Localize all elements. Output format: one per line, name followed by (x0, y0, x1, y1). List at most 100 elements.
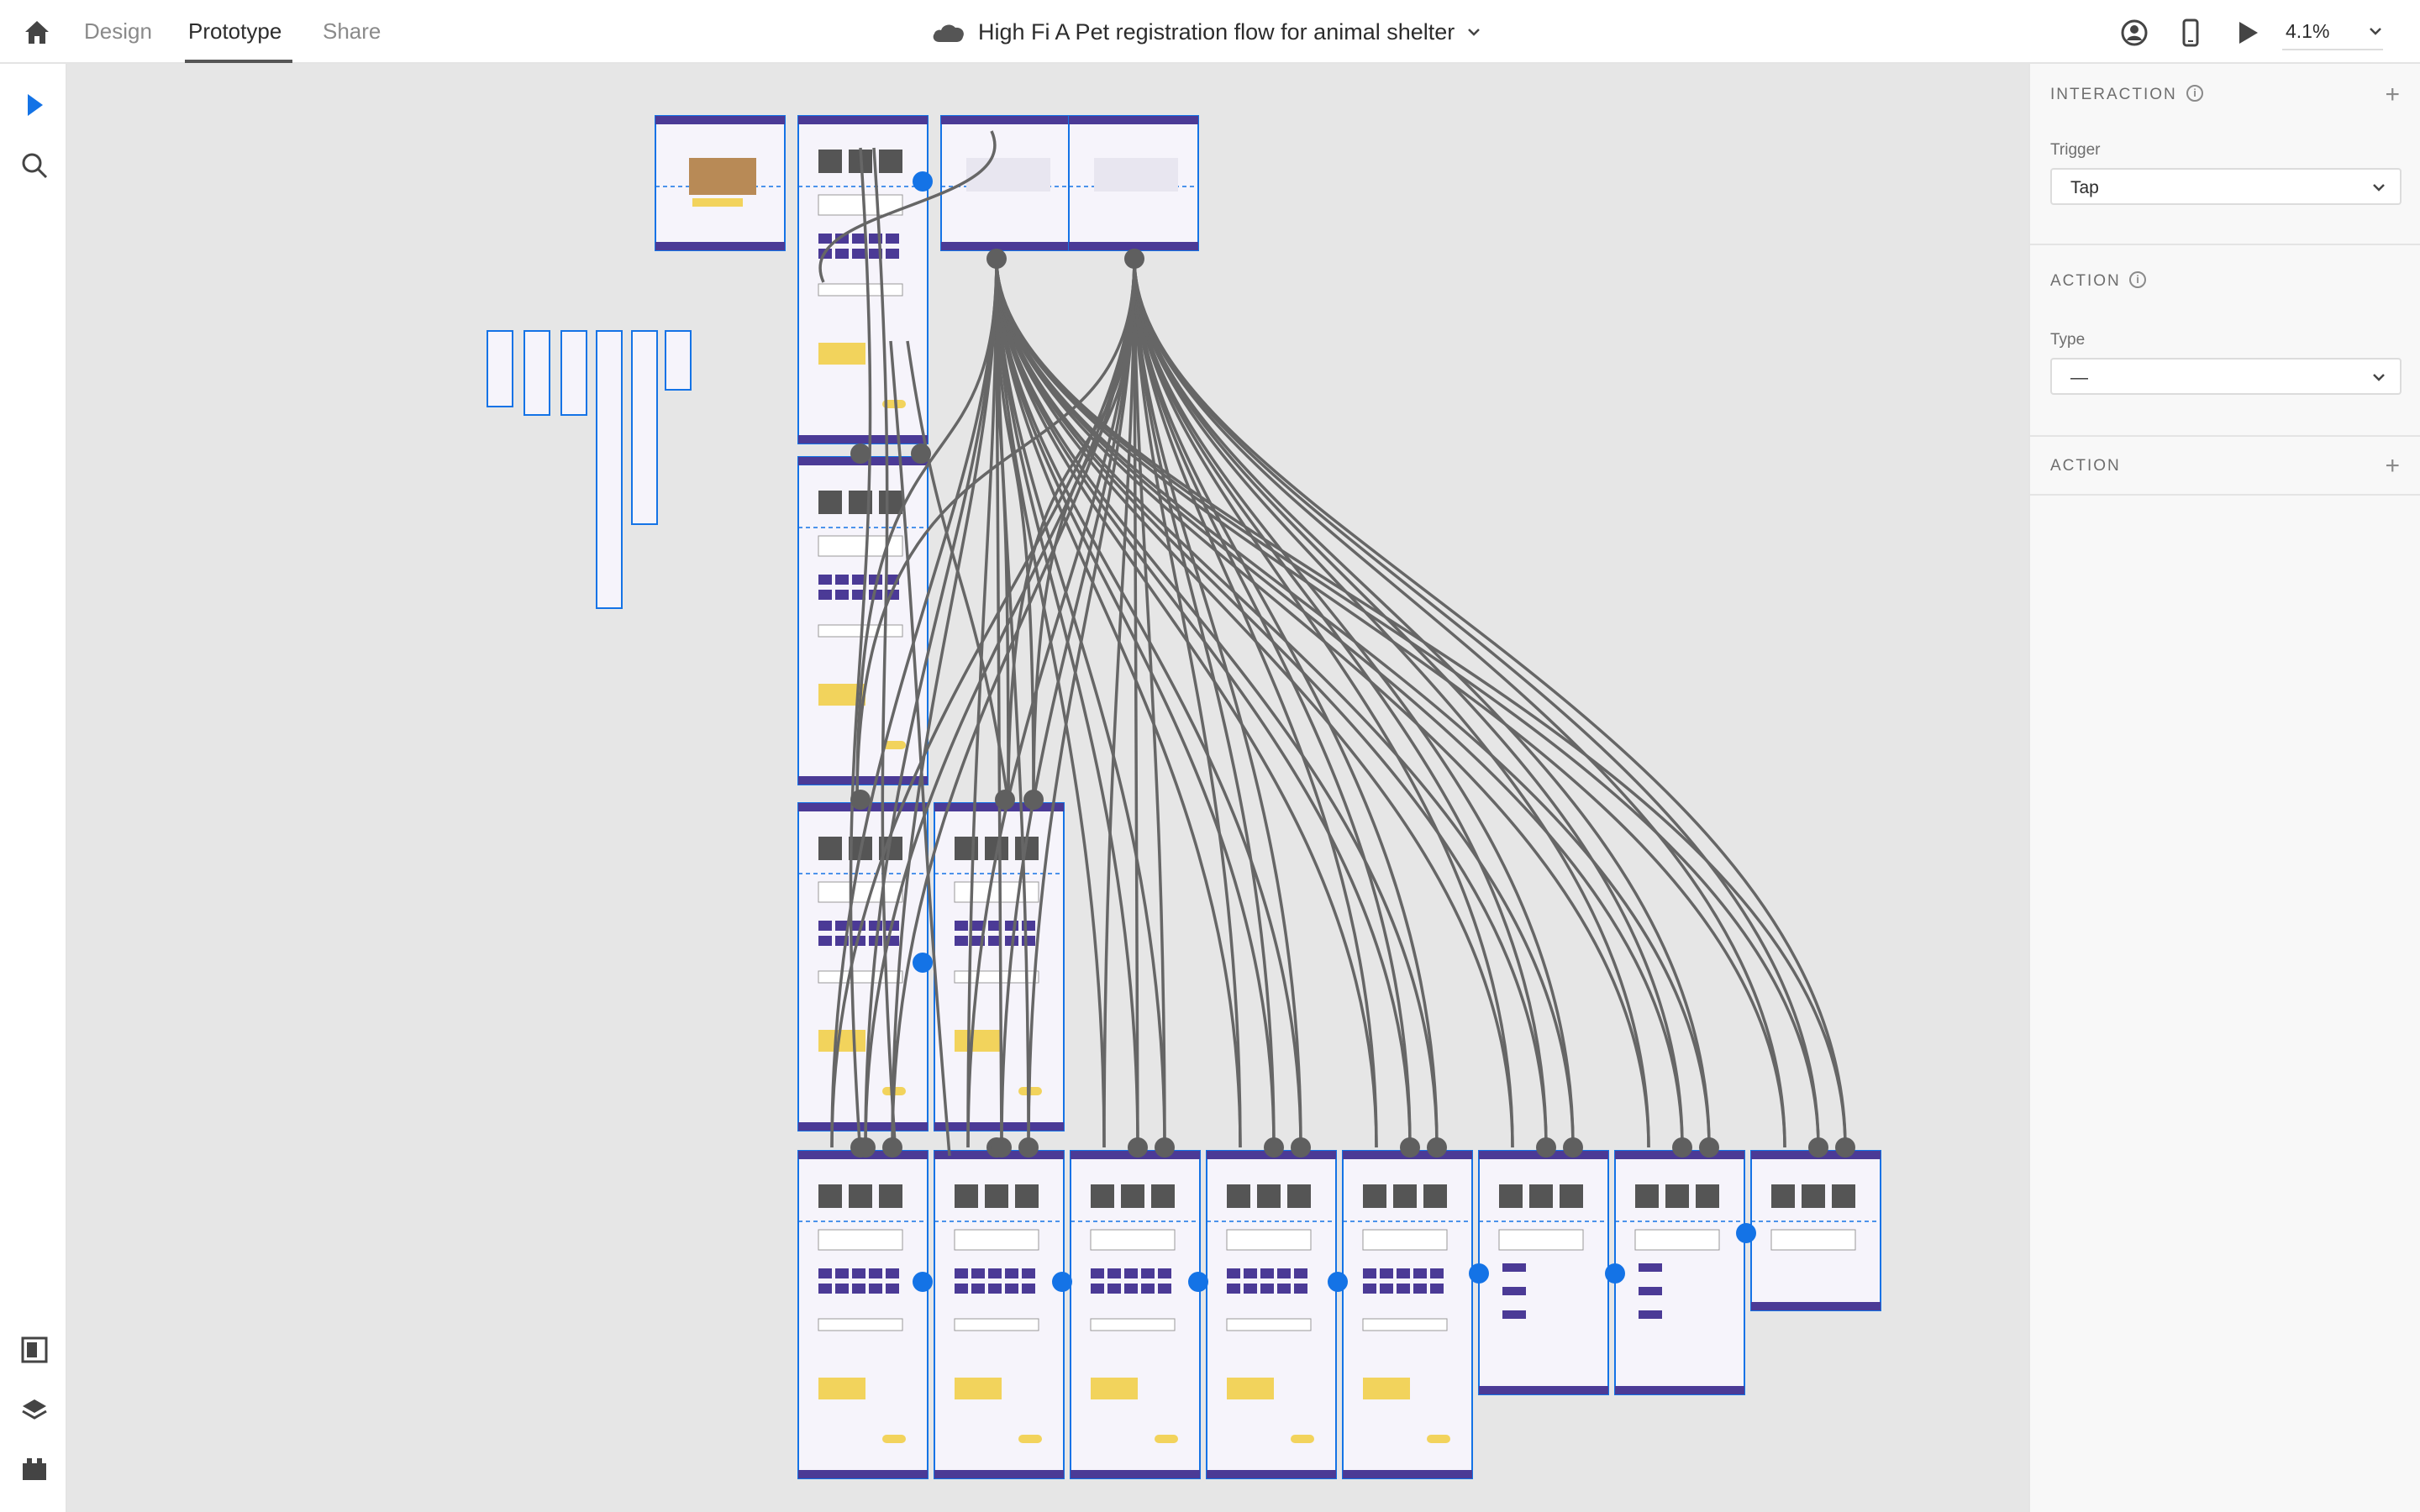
plugins-icon[interactable] (20, 1455, 49, 1483)
connector-handle[interactable] (995, 790, 1015, 810)
connector-handle[interactable] (1023, 790, 1044, 810)
connector-handle[interactable] (911, 444, 931, 464)
connector-handle[interactable] (1264, 1137, 1284, 1158)
search-icon[interactable] (20, 151, 49, 180)
connector-handle[interactable] (1536, 1137, 1556, 1158)
connector-handle[interactable] (1835, 1137, 1855, 1158)
wire[interactable] (1032, 258, 1136, 801)
connector-handle[interactable] (1808, 1137, 1828, 1158)
artboard[interactable] (934, 1150, 1065, 1479)
mini-artboard[interactable] (631, 330, 658, 525)
tab-prototype[interactable]: Prototype (188, 18, 282, 44)
wire[interactable] (889, 340, 951, 1157)
device-preview-icon[interactable] (2176, 18, 2205, 47)
wire[interactable] (1133, 258, 1302, 1148)
selected-connector-handle[interactable] (913, 171, 933, 192)
artboard[interactable] (1342, 1150, 1473, 1479)
wire[interactable] (1133, 258, 1650, 1148)
selected-connector-handle[interactable] (1605, 1263, 1625, 1284)
wire[interactable] (1133, 258, 1684, 1148)
artboard[interactable] (1478, 1150, 1609, 1395)
wire[interactable] (830, 258, 1136, 1148)
artboard[interactable] (1068, 115, 1199, 251)
action-type-select[interactable]: — (2050, 358, 2402, 395)
wire[interactable] (1133, 258, 1514, 1148)
selected-connector-handle[interactable] (1188, 1272, 1208, 1292)
connector-handle[interactable] (1699, 1137, 1719, 1158)
wire[interactable] (1133, 258, 1412, 1148)
layers-icon[interactable] (20, 1396, 49, 1425)
connector-handle[interactable] (992, 1137, 1012, 1158)
selected-connector-handle[interactable] (1736, 1223, 1756, 1243)
zoom-level[interactable]: 4.1% (2286, 20, 2330, 42)
wire[interactable] (891, 258, 998, 1148)
connector-handle[interactable] (1124, 249, 1144, 269)
wire[interactable] (1133, 258, 1847, 1148)
wire[interactable] (891, 258, 1136, 1148)
wire[interactable] (864, 258, 1136, 1148)
home-icon[interactable] (22, 17, 52, 47)
wire[interactable] (872, 147, 897, 1157)
artboard[interactable] (1070, 1150, 1201, 1479)
connector-handle[interactable] (1427, 1137, 1447, 1158)
wire[interactable] (1133, 258, 1242, 1148)
artboard[interactable] (655, 115, 786, 251)
wire[interactable] (1027, 258, 1136, 1148)
connector-handle[interactable] (1672, 1137, 1692, 1158)
selected-connector-handle[interactable] (913, 953, 933, 973)
wire[interactable] (995, 258, 1514, 1148)
wire[interactable] (1102, 258, 1136, 1148)
connector-handle[interactable] (850, 444, 871, 464)
connector-handle[interactable] (882, 1137, 902, 1158)
add-action-icon[interactable]: + (2385, 452, 2400, 480)
wire[interactable] (1133, 258, 1786, 1148)
connector-handle[interactable] (855, 1137, 876, 1158)
connector-handle[interactable] (1291, 1137, 1311, 1158)
mini-artboard[interactable] (596, 330, 623, 609)
play-icon[interactable] (2233, 18, 2262, 47)
prototype-canvas[interactable] (67, 64, 2028, 1512)
selected-connector-handle[interactable] (1469, 1263, 1489, 1284)
mini-artboard[interactable] (665, 330, 692, 391)
wire[interactable] (1133, 258, 1139, 1148)
wire[interactable] (1133, 258, 1166, 1148)
connector-handle[interactable] (1128, 1137, 1148, 1158)
info-icon[interactable]: i (2129, 271, 2146, 288)
mini-artboard[interactable] (523, 330, 550, 416)
connector-handle[interactable] (1400, 1137, 1420, 1158)
wire[interactable] (855, 258, 998, 801)
selected-connector-handle[interactable] (913, 1272, 933, 1292)
selected-connector-handle[interactable] (1328, 1272, 1348, 1292)
artboard[interactable] (1614, 1150, 1745, 1395)
artboard[interactable] (1750, 1150, 1881, 1311)
add-interaction-icon[interactable]: + (2385, 81, 2400, 108)
connector-handle[interactable] (850, 790, 871, 810)
assets-icon[interactable] (20, 1336, 49, 1364)
artboard[interactable] (797, 802, 929, 1131)
wire[interactable] (1133, 258, 1439, 1148)
document-title-menu[interactable]: High Fi A Pet registration flow for anim… (931, 17, 1481, 47)
wire[interactable] (1133, 258, 1575, 1148)
wire[interactable] (1000, 258, 1136, 1148)
mini-artboard[interactable] (560, 330, 587, 416)
wire[interactable] (906, 340, 1010, 804)
wire[interactable] (849, 147, 872, 1157)
user-share-icon[interactable] (2120, 18, 2149, 47)
connector-handle[interactable] (1018, 1137, 1039, 1158)
wire[interactable] (1133, 258, 1711, 1148)
connector-handle[interactable] (986, 249, 1007, 269)
wire[interactable] (995, 258, 1711, 1148)
tab-design[interactable]: Design (84, 18, 152, 44)
wire-diagram[interactable] (67, 64, 2028, 1512)
wire[interactable] (818, 130, 997, 283)
connector-handle[interactable] (1155, 1137, 1175, 1158)
wire[interactable] (995, 258, 1035, 801)
wire[interactable] (1133, 258, 1276, 1148)
connector-handle[interactable] (1563, 1137, 1583, 1158)
wire[interactable] (1133, 258, 1378, 1148)
selected-connector-handle[interactable] (1052, 1272, 1072, 1292)
mini-artboard[interactable] (487, 330, 513, 407)
artboard[interactable] (1206, 1150, 1337, 1479)
wire[interactable] (995, 258, 1548, 1148)
artboard[interactable] (797, 1150, 929, 1479)
